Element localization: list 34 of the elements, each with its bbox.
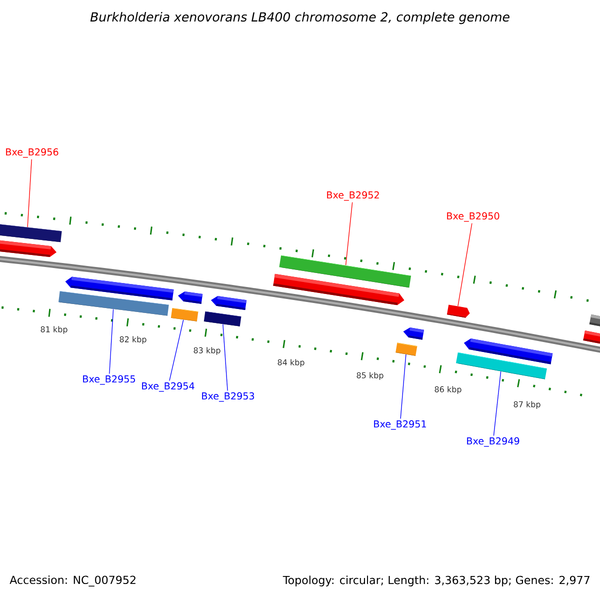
tick-label: 83 kbp — [194, 347, 220, 355]
gene-label: Bxe_B2953 — [202, 392, 254, 402]
gene-bar — [396, 342, 418, 356]
leader-line — [109, 308, 114, 374]
leader-line — [400, 354, 406, 420]
gene-feature — [446, 304, 470, 318]
tick-label: 84 kbp — [278, 359, 304, 367]
gene-bar — [58, 291, 169, 316]
gene-bar — [170, 308, 198, 322]
leader-line — [493, 371, 502, 436]
gene-bar — [204, 311, 242, 326]
gene-label: Bxe_B2950 — [447, 212, 500, 222]
leader-line — [458, 222, 472, 306]
gene-bar — [279, 255, 412, 288]
accession-text: Accession: NC_007952 — [10, 576, 136, 587]
leader-line — [222, 324, 228, 392]
gene-label: Bxe_B2951 — [374, 420, 426, 430]
gene-label: Bxe_B2949 — [467, 437, 520, 447]
genome-info-text: Topology: circular; Length: 3,363,523 bp; Genes: 2,977 — [282, 576, 590, 586]
leader-line — [345, 202, 353, 266]
tick-label: 82 kbp — [120, 336, 146, 344]
leader-line — [169, 320, 184, 382]
leader-line — [27, 158, 32, 228]
gene-label: Bxe_B2952 — [327, 191, 379, 201]
tick-label: 85 kbp — [356, 372, 384, 380]
gene-bar — [456, 352, 547, 380]
gene-label: Bxe_B2956 — [6, 148, 58, 158]
tick-label: 81 kbp — [40, 326, 68, 334]
tick-label: 87 kbp — [514, 401, 540, 409]
gene-label: Bxe_B2955 — [83, 375, 135, 385]
gene-bar — [0, 224, 62, 242]
tick-label: 86 kbp — [434, 386, 462, 394]
gene-label: Bxe_B2954 — [142, 382, 194, 392]
title: Burkholderia xenovorans LB400 chromosome 2, complete genome — [90, 12, 510, 24]
